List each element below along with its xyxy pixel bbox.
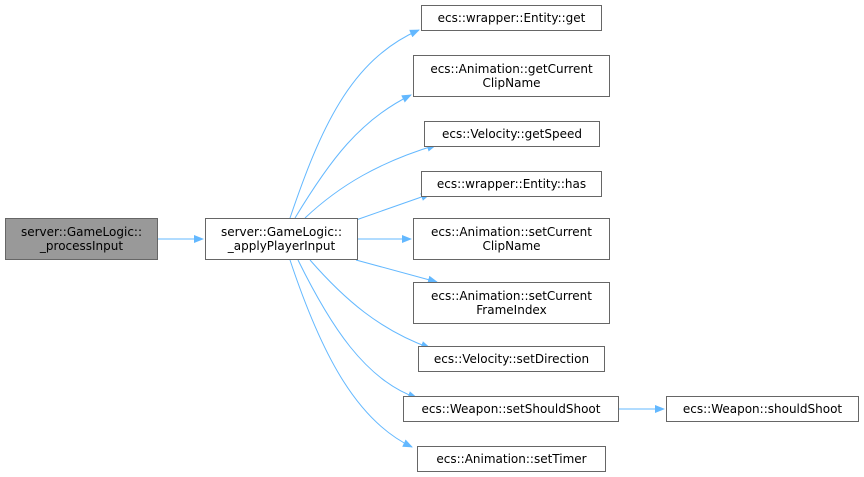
node-anim-get-current-clip-name-line1: ecs::Animation::getCurrent	[430, 62, 593, 76]
node-velocity-get-speed-line1: ecs::Velocity::getSpeed	[442, 127, 582, 141]
node-entity-has-line1: ecs::wrapper::Entity::has	[436, 177, 587, 191]
node-process-input-line1: server::GameLogic::	[20, 225, 143, 239]
node-anim-set-timer[interactable]: ecs::Animation::setTimer	[417, 446, 606, 472]
edge-apply-to-anim-set-timer	[289, 259, 413, 448]
edge-apply-to-weapon-set-should-shoot	[297, 259, 418, 399]
node-anim-set-current-clip-name-line2: ClipName	[482, 239, 541, 253]
node-weapon-should-shoot[interactable]: ecs::Weapon::shouldShoot	[666, 396, 859, 422]
node-weapon-set-should-shoot[interactable]: ecs::Weapon::setShouldShoot	[403, 396, 619, 422]
node-anim-get-current-clip-name[interactable]: ecs::Animation::getCurrent ClipName	[413, 55, 610, 97]
node-weapon-should-shoot-line1: ecs::Weapon::shouldShoot	[682, 402, 843, 416]
node-weapon-set-should-shoot-line1: ecs::Weapon::setShouldShoot	[421, 402, 601, 416]
node-velocity-set-direction-line1: ecs::Velocity::setDirection	[433, 352, 590, 366]
node-anim-set-current-frame-index[interactable]: ecs::Animation::setCurrent FrameIndex	[413, 282, 610, 324]
node-anim-set-current-clip-name[interactable]: ecs::Animation::setCurrent ClipName	[413, 218, 610, 260]
node-entity-get-line1: ecs::wrapper::Entity::get	[437, 11, 586, 25]
node-entity-has[interactable]: ecs::wrapper::Entity::has	[421, 171, 602, 197]
node-anim-set-timer-line1: ecs::Animation::setTimer	[436, 452, 587, 466]
node-anim-get-current-clip-name-line2: ClipName	[482, 76, 541, 90]
node-velocity-set-direction[interactable]: ecs::Velocity::setDirection	[418, 346, 605, 372]
edge-apply-to-velocity-set-direction	[309, 259, 431, 349]
node-anim-set-current-frame-index-line2: FrameIndex	[476, 303, 547, 317]
edge-apply-to-velocity-get-speed	[304, 143, 437, 219]
node-entity-get[interactable]: ecs::wrapper::Entity::get	[421, 5, 602, 31]
node-apply-player-input-line1: server::GameLogic::	[220, 225, 343, 239]
edge-apply-to-entity-has	[355, 193, 431, 221]
node-process-input[interactable]: server::GameLogic:: _processInput	[5, 218, 158, 260]
edge-apply-to-anim-set-frame	[355, 259, 438, 284]
node-apply-player-input[interactable]: server::GameLogic:: _applyPlayerInput	[205, 218, 358, 260]
edge-apply-to-entity-get	[289, 29, 420, 219]
node-velocity-get-speed[interactable]: ecs::Velocity::getSpeed	[424, 121, 600, 147]
node-process-input-line2: _processInput	[39, 239, 124, 253]
node-anim-set-current-frame-index-line1: ecs::Animation::setCurrent	[431, 289, 592, 303]
node-apply-player-input-line2: _applyPlayerInput	[227, 239, 336, 253]
edge-apply-to-anim-get-clip	[294, 94, 412, 219]
node-anim-set-current-clip-name-line1: ecs::Animation::setCurrent	[431, 225, 592, 239]
